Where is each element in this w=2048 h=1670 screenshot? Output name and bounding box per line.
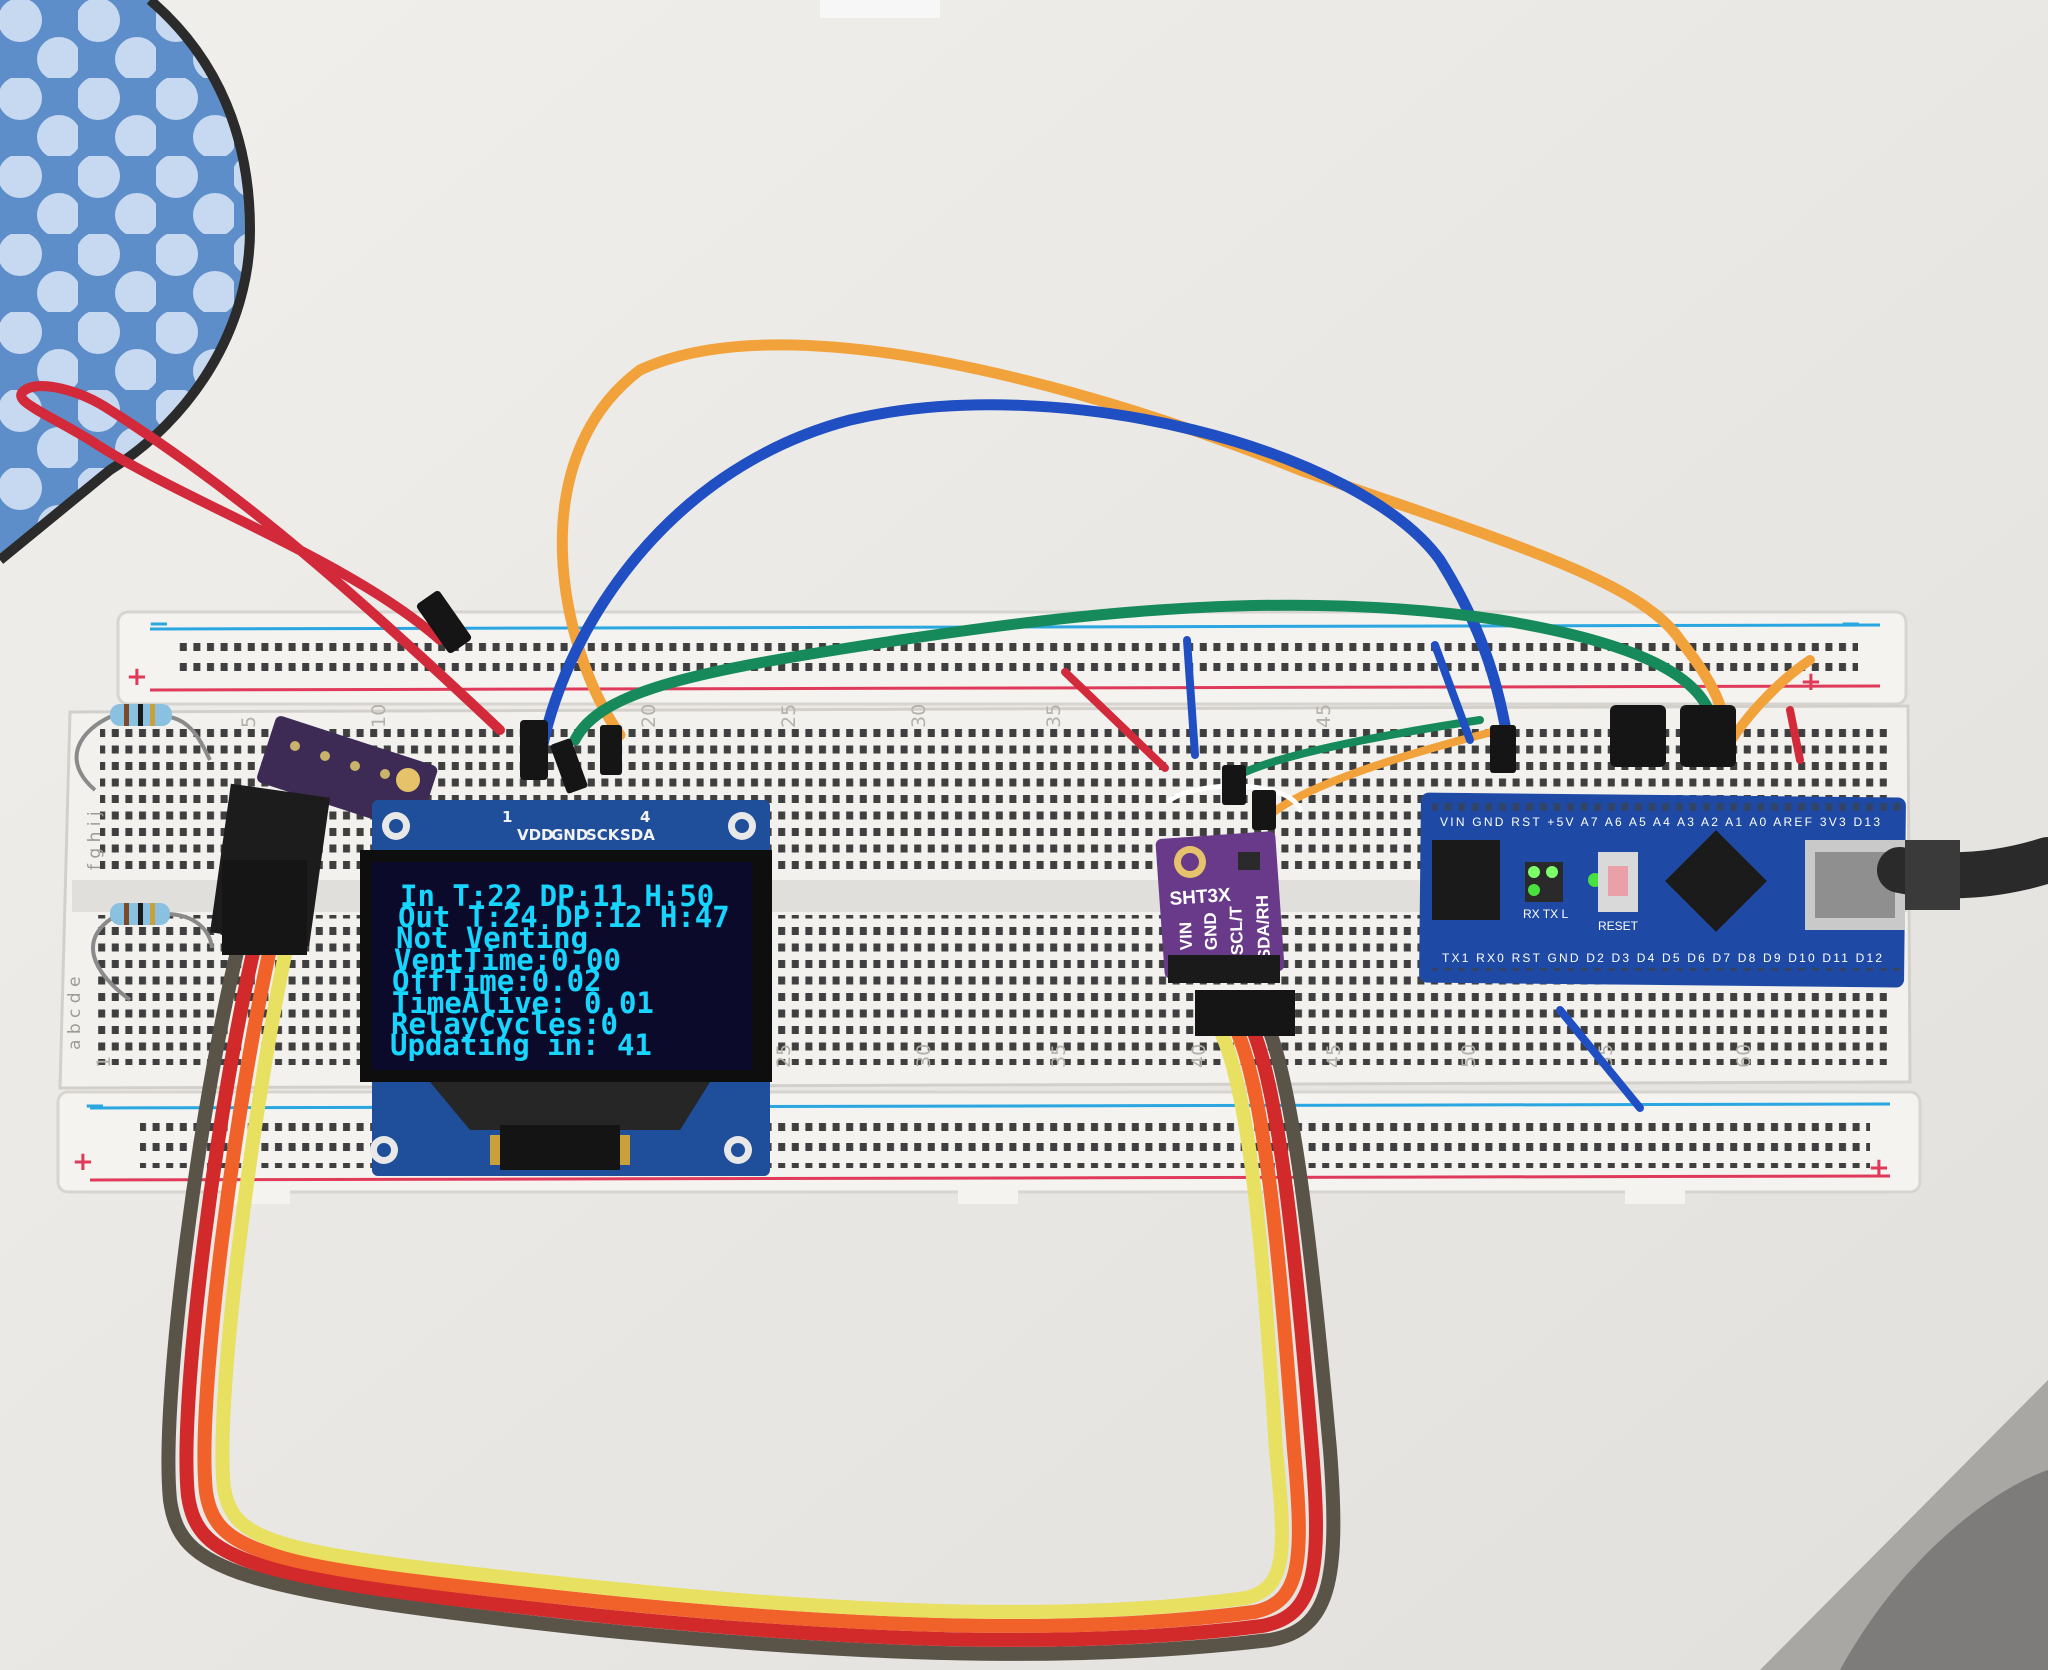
oled-header-1: 1 — [502, 808, 512, 826]
column-number-lower: 25 — [773, 1044, 795, 1068]
oled-line-6: TimeAlive: 0.01 — [392, 986, 654, 1020]
top-rail-minus: − — [148, 609, 170, 639]
bottom-rail-plus: + — [72, 1147, 94, 1177]
sht3x-pin-gnd: GND — [1201, 912, 1221, 950]
column-number-upper: 25 — [778, 704, 800, 728]
arduino-nano: VIN GND RST +5V A7 A6 A5 A4 A3 A2 A1 A0 … — [1419, 792, 1906, 988]
resistor-lower — [91, 903, 214, 1002]
sht3x-title: SHT3X — [1169, 885, 1232, 910]
column-number-lower: 35 — [1048, 1044, 1070, 1068]
column-number-lower: 40 — [1188, 1044, 1210, 1068]
oled-line-4: VentTime:0.00 — [394, 943, 621, 977]
oled-line-8: Updating in: 41 — [390, 1028, 652, 1062]
column-number-lower: 50 — [1458, 1044, 1480, 1068]
column-number-upper: 20 — [638, 704, 660, 728]
bottom-rail-plus-right: + — [1868, 1153, 1890, 1183]
sht3x-pin-vin: VIN — [1176, 922, 1196, 951]
row-letters-upper: f g h i j — [85, 811, 105, 870]
ribbon-connector-sensor — [1195, 990, 1295, 1036]
oled-pin-gnd: GND — [551, 826, 588, 844]
sht3x-sensor: SHT3X VIN GND SCL/T SDA/RH — [1155, 831, 1285, 983]
top-rail-minus-right: − — [1840, 609, 1862, 639]
column-number-lower: 60 — [1733, 1044, 1755, 1068]
column-number-upper: 30 — [908, 704, 930, 728]
jumper-connectors — [416, 590, 1736, 830]
upper-column-numbers: 5 10 20 25 30 35 45 — [238, 704, 1335, 728]
nano-bottom-pins: TX1 RX0 RST GND D2 D3 D4 D5 D6 D7 D8 D9 … — [1442, 951, 1882, 965]
column-number-upper: 10 — [368, 704, 390, 728]
column-number-upper: 5 — [238, 716, 260, 728]
column-number-lower: 45 — [1323, 1044, 1345, 1068]
oled-line-5: OffTime:0.02 — [392, 964, 602, 998]
nano-led-label: RX TX L — [1523, 907, 1568, 921]
top-rail-plus-right: + — [1800, 667, 1822, 697]
sht3x-pin-scl: SCL/T — [1226, 905, 1247, 955]
oled-pin-sda: SDA — [620, 826, 655, 844]
bottom-rail-minus-right: − — [1868, 1089, 1890, 1119]
oled-pin-vdd: VDD — [517, 826, 554, 844]
oled-screen — [372, 862, 752, 1070]
top-rail-plus: + — [126, 662, 148, 692]
resistor-upper — [74, 704, 212, 792]
column-number-lower: 30 — [913, 1044, 935, 1068]
oled-line-3: Not Venting — [396, 921, 588, 955]
ribbon-cable — [161, 933, 1341, 1661]
column-number-upper: 45 — [1313, 704, 1335, 728]
ribbon-connector-left — [222, 860, 307, 955]
jumper-wires — [16, 339, 1815, 1112]
oled-pin-sck: SCK — [586, 826, 621, 844]
oled-header-4: 4 — [640, 808, 650, 826]
oled-line-2: Out T:24 DP:12 H:47 — [398, 900, 730, 934]
bottom-rail-minus: − — [84, 1091, 106, 1121]
nano-top-pins: VIN GND RST +5V A7 A6 A5 A4 A3 A2 A1 A0 … — [1440, 815, 1880, 829]
oled-module: 1 4 VDD GND SCK SDA In T:22 DP:11 H:50 O… — [360, 800, 772, 1176]
sht3x-pin-sda: SDA/RH — [1253, 895, 1274, 961]
nano-reset-label: RESET — [1598, 919, 1639, 933]
column-number-upper: 35 — [1043, 704, 1065, 728]
row-letters-lower: a b c d e — [65, 977, 85, 1050]
oled-line-7: RelayCycles:0 — [391, 1007, 618, 1041]
column-number-lower: 1 — [93, 1056, 115, 1068]
oled-line-1: In T:22 DP:11 H:50 — [400, 879, 714, 913]
